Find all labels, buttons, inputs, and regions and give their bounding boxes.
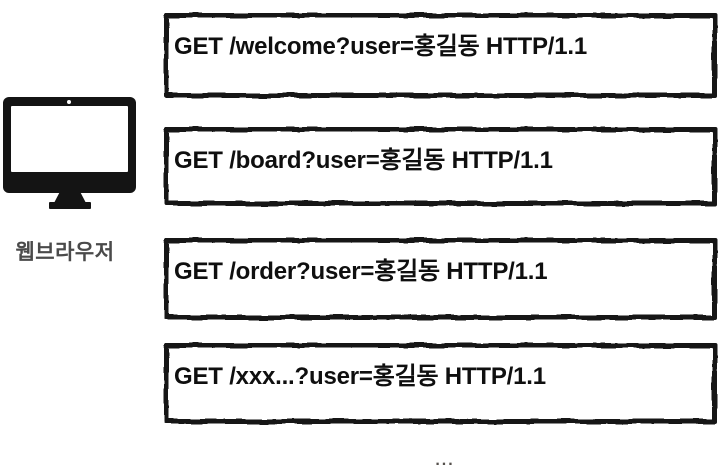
monitor-stand-neck <box>54 192 86 203</box>
request-box: GET /welcome?user=홍길동 HTTP/1.1 <box>164 13 717 98</box>
http-request-line: GET /order?user=홍길동 HTTP/1.1 <box>174 258 548 285</box>
monitor-screen <box>11 106 128 172</box>
request-box: GET /order?user=홍길동 HTTP/1.1 <box>164 238 717 320</box>
monitor-stand-base <box>49 202 91 209</box>
http-request-line: GET /board?user=홍길동 HTTP/1.1 <box>174 147 553 174</box>
request-box: GET /xxx...?user=홍길동 HTTP/1.1 <box>164 343 717 424</box>
monitor-frame <box>3 97 136 193</box>
web-browser-icon <box>3 97 137 209</box>
http-request-line: GET /xxx...?user=홍길동 HTTP/1.1 <box>174 363 546 390</box>
ellipsis-label: ... <box>435 452 455 469</box>
request-box: GET /board?user=홍길동 HTTP/1.1 <box>164 127 717 206</box>
webcam-dot-icon <box>67 100 71 104</box>
http-request-line: GET /welcome?user=홍길동 HTTP/1.1 <box>174 33 588 60</box>
web-browser-label: 웹브라우저 <box>15 241 115 264</box>
